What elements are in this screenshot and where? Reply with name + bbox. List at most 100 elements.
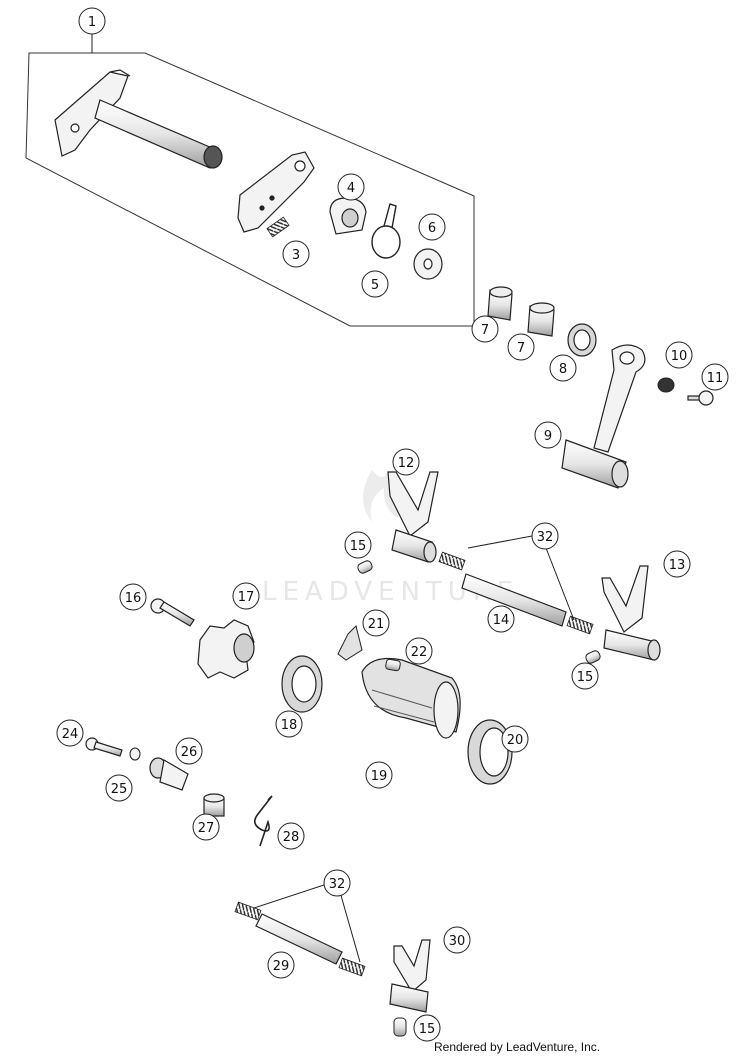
svg-text:4: 4	[347, 181, 355, 196]
svg-text:3: 3	[292, 248, 300, 263]
svg-text:25: 25	[111, 782, 128, 797]
callout-7b: 7	[507, 333, 535, 361]
callout-19: 19	[365, 761, 393, 789]
leader-lines	[91, 34, 575, 963]
callout-16: 16	[119, 583, 147, 611]
svg-text:22: 22	[411, 645, 428, 660]
callout-7a: 7	[471, 315, 499, 343]
svg-text:28: 28	[283, 830, 300, 845]
callout-15c: 15	[413, 1014, 441, 1042]
svg-text:18: 18	[281, 718, 298, 733]
svg-text:9: 9	[544, 429, 552, 444]
part-15-pin-b	[585, 650, 601, 664]
part-10-washer	[657, 377, 675, 393]
part-32-spring-c	[234, 901, 262, 921]
part-17-shift-star	[197, 619, 255, 679]
svg-text:8: 8	[559, 362, 567, 377]
part-15-pin-c	[393, 1017, 407, 1037]
svg-text:15: 15	[419, 1022, 436, 1037]
callout-21: 21	[362, 609, 390, 637]
part-29-rail	[255, 913, 343, 965]
callout-15a: 15	[344, 531, 372, 559]
render-credit: Rendered by LeadVenture, Inc.	[434, 1040, 601, 1054]
callout-27: 27	[192, 813, 220, 841]
part-9-shift-lever	[561, 344, 646, 489]
callout-11: 11	[701, 363, 729, 391]
part-shift-plate	[237, 151, 315, 233]
callout-5: 5	[361, 270, 389, 298]
part-24-bolt	[85, 737, 123, 757]
svg-text:20: 20	[507, 733, 524, 748]
callout-9: 9	[534, 421, 562, 449]
callout-14: 14	[487, 605, 515, 633]
part-22-pin	[385, 658, 401, 672]
svg-text:13: 13	[669, 558, 686, 573]
callout-4: 4	[337, 173, 365, 201]
part-19-shift-drum	[361, 657, 461, 739]
svg-text:19: 19	[371, 769, 388, 784]
svg-text:14: 14	[493, 613, 510, 628]
part-18-bearing	[281, 655, 323, 713]
callout-24: 24	[56, 719, 84, 747]
svg-text:7: 7	[481, 323, 489, 338]
svg-text:11: 11	[707, 371, 724, 386]
callout-25: 25	[105, 774, 133, 802]
part-6-washer	[413, 248, 443, 280]
part-25-washer	[129, 747, 141, 761]
part-4-guide	[329, 197, 367, 235]
svg-text:5: 5	[371, 278, 379, 293]
callout-18: 18	[275, 710, 303, 738]
part-30-shift-fork	[389, 939, 431, 1013]
callout-12: 12	[392, 448, 420, 476]
svg-text:29: 29	[273, 959, 290, 974]
svg-text:17: 17	[238, 590, 255, 605]
part-7-bushing-b	[527, 302, 555, 337]
callout-17: 17	[232, 582, 260, 610]
callout-1: 1	[78, 7, 106, 35]
callout-15b: 15	[571, 662, 599, 690]
part-12-shift-fork	[387, 471, 439, 563]
svg-text:32: 32	[329, 877, 346, 892]
callout-10: 10	[665, 341, 693, 369]
part-13-shift-fork	[601, 565, 661, 661]
callout-8: 8	[549, 354, 577, 382]
part-20-bearing	[467, 719, 513, 785]
part-7-bushing-a	[487, 286, 513, 321]
callout-6: 6	[418, 213, 446, 241]
callout-32a: 32	[531, 522, 559, 550]
callout-26: 26	[175, 737, 203, 765]
svg-text:24: 24	[62, 727, 79, 742]
svg-text:27: 27	[198, 821, 215, 836]
part-32-spring-a	[438, 551, 466, 571]
callout-29: 29	[267, 951, 295, 979]
callout-30: 30	[443, 926, 471, 954]
part-11-bolt	[687, 390, 714, 406]
svg-text:1: 1	[88, 15, 96, 30]
svg-text:21: 21	[368, 617, 385, 632]
callout-22: 22	[405, 637, 433, 665]
part-28-torsion-spring	[254, 795, 273, 847]
part-8-seal	[567, 323, 597, 357]
callout-32b: 32	[323, 869, 351, 897]
svg-text:10: 10	[671, 349, 688, 364]
svg-text:26: 26	[181, 745, 198, 760]
svg-text:12: 12	[398, 456, 415, 471]
callout-20: 20	[501, 725, 529, 753]
part-shift-shaft	[54, 69, 223, 169]
assembly-1-boundary	[25, 52, 475, 327]
callout-13: 13	[663, 550, 691, 578]
part-16-bolt	[150, 598, 195, 627]
svg-text:30: 30	[449, 934, 466, 949]
svg-text:32: 32	[537, 530, 554, 545]
callout-28: 28	[277, 822, 305, 850]
svg-text:15: 15	[350, 539, 367, 554]
svg-text:16: 16	[125, 591, 142, 606]
svg-text:7: 7	[517, 341, 525, 356]
callout-3: 3	[282, 240, 310, 268]
part-15-pin-a	[357, 560, 373, 574]
part-5-spring	[371, 203, 401, 259]
part-32-spring-d	[338, 957, 366, 977]
part-32-spring-b	[566, 615, 594, 635]
